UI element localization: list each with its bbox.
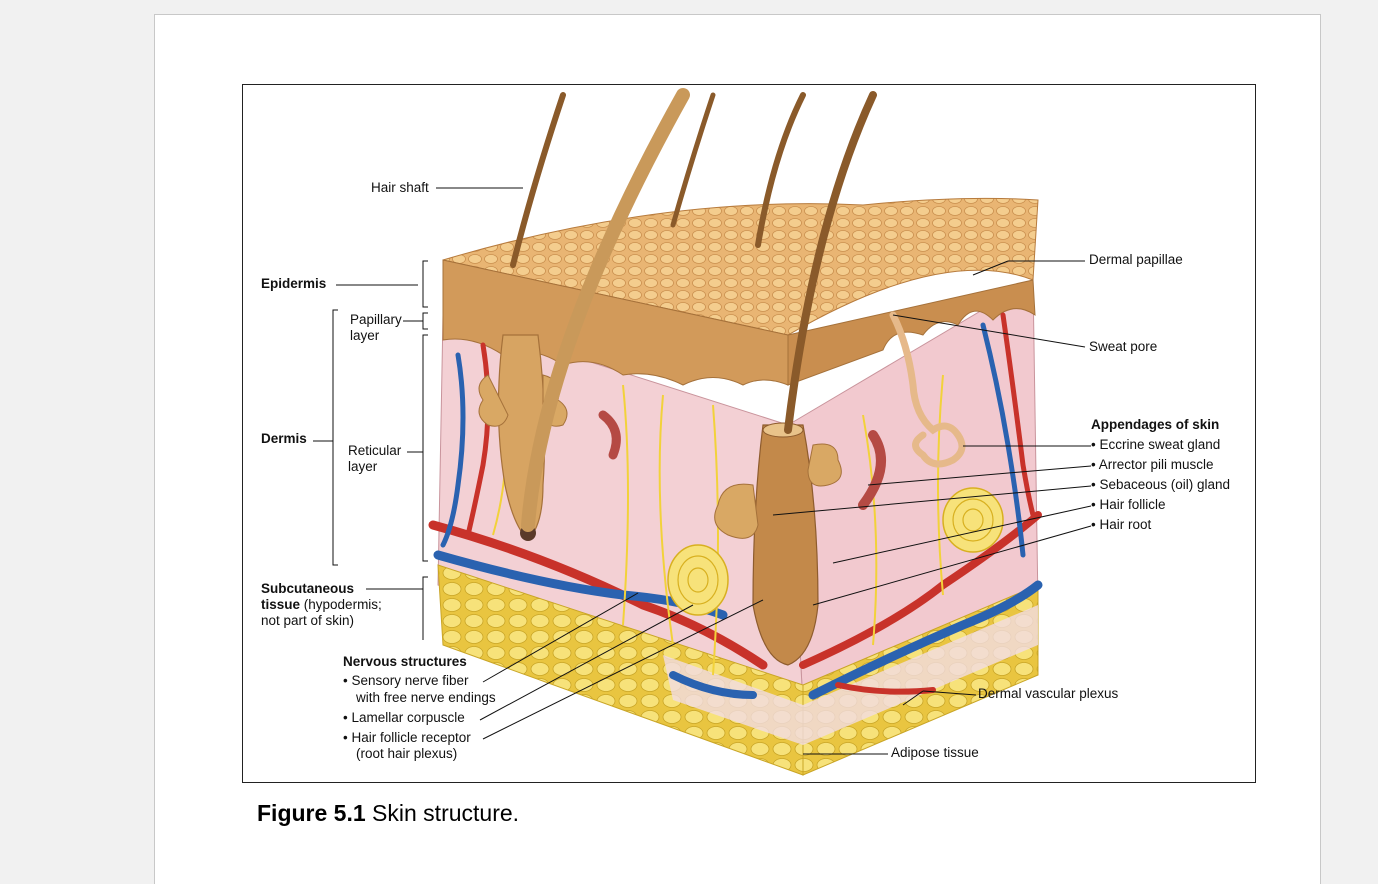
follicle-opening <box>762 422 804 438</box>
label-tissue: tissue <box>261 597 301 612</box>
sebaceous-gland-center <box>714 483 759 539</box>
label-hair-shaft: Hair shaft <box>371 180 429 195</box>
label-adipose-tissue: Adipose tissue <box>891 745 979 760</box>
label-hair-root: • Hair root <box>1091 517 1152 532</box>
figure-number: Figure 5.1 <box>257 800 366 826</box>
eccrine-sweat-gland <box>889 311 966 468</box>
hair-shafts <box>510 88 877 532</box>
leader-lines <box>313 187 1092 755</box>
label-free-nerve-endings: with free nerve endings <box>356 690 496 705</box>
label-dermal-vascular-plexus: Dermal vascular plexus <box>978 686 1119 701</box>
figure-caption: Figure 5.1 Skin structure. <box>257 800 519 827</box>
lamellar-corpuscle-right <box>942 487 1004 553</box>
hair-follicle-center <box>752 424 819 666</box>
label-eccrine-sweat-gland: • Eccrine sweat gland <box>1091 437 1221 452</box>
label-lamellar-corpuscle: • Lamellar corpuscle <box>343 710 465 725</box>
label-not-part-of-skin: not part of skin) <box>261 613 355 628</box>
lamellar-corpuscle-left <box>667 544 729 616</box>
label-sweat-pore: Sweat pore <box>1089 339 1158 354</box>
label-dermis: Dermis <box>261 431 307 446</box>
arrector-pili-left <box>598 410 621 460</box>
label-subcutaneous: Subcutaneous <box>261 581 355 596</box>
label-papillary-layer: Papillary layer <box>350 312 402 343</box>
label-tissue-line: tissue (hypodermis; <box>261 597 382 613</box>
label-sebaceous-gland: • Sebaceous (oil) gland <box>1091 477 1231 492</box>
label-nervous-heading: Nervous structures <box>343 654 467 669</box>
label-hair-follicle: • Hair follicle <box>1091 497 1166 512</box>
sebaceous-gland-left <box>478 374 509 427</box>
figure-title: Skin structure. <box>372 800 520 826</box>
label-arrector-pili-muscle: • Arrector pili muscle <box>1091 457 1214 472</box>
epidermis-top-surface <box>442 197 1039 336</box>
figure-frame <box>242 84 1256 783</box>
arrector-pili-right <box>858 430 886 510</box>
label-sensory-nerve-fiber: • Sensory nerve fiber <box>343 673 469 688</box>
label-epidermis: Epidermis <box>261 276 327 291</box>
skin-cross-section-illustration <box>313 88 1092 776</box>
label-reticular-layer: Reticular layer <box>348 443 402 474</box>
label-dermal-papillae: Dermal papillae <box>1089 252 1183 267</box>
label-hypodermis-note: (hypodermis; <box>300 597 382 612</box>
subcutaneous-pink <box>663 605 1038 745</box>
label-hair-follicle-receptor: • Hair follicle receptor <box>343 730 471 745</box>
label-appendages-heading: Appendages of skin <box>1091 417 1220 432</box>
label-root-hair-plexus: (root hair plexus) <box>356 746 458 761</box>
